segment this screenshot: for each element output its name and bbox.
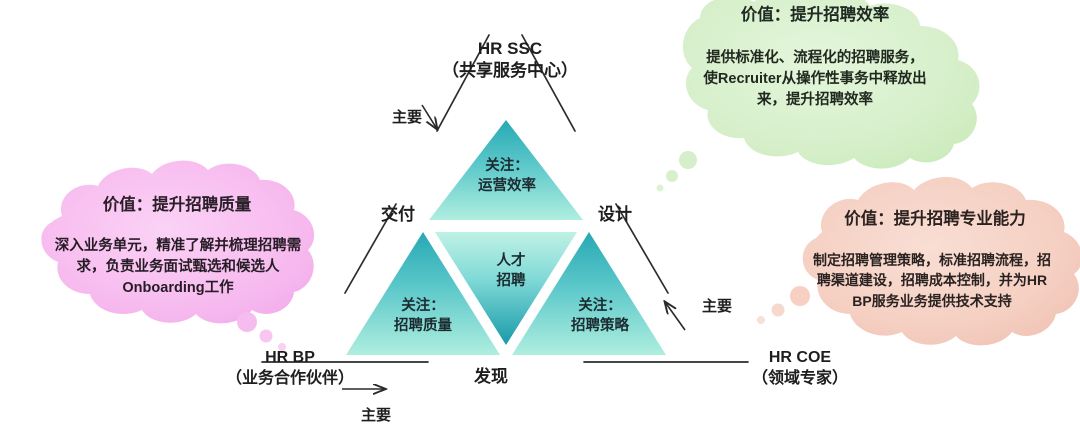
cloud-pink — [41, 160, 315, 351]
edge-label-design: 设计 — [598, 205, 632, 224]
primary-label-right: 主要 — [702, 298, 733, 315]
cloud-green-tail-3 — [656, 184, 664, 192]
cloud-pink-title: 价值：提升招聘质量 — [102, 196, 252, 214]
label-hr-ssc: HR SSC （共享服务中心） — [420, 38, 600, 82]
cloud-green-title: 价值：提升招聘效率 — [740, 6, 890, 24]
hr-coe-name: HR COE — [768, 349, 832, 366]
cloud-peach-tail-3 — [757, 316, 765, 324]
guide-upper-right — [521, 34, 576, 132]
caption-triangle-left: 关注： 招聘质量 — [394, 298, 452, 334]
edge-label-discover: 发现 — [474, 367, 508, 386]
cloud-green-tail-2 — [666, 170, 678, 182]
triangle-left-bp[interactable] — [346, 232, 500, 355]
cloud-pink-body: 深入业务单元，精准了解并梳理招聘需 求，负责业务面试甄选和候选人 Onboard… — [54, 238, 302, 297]
cloud-peach-tail-2 — [771, 303, 785, 317]
triangle-right-coe[interactable] — [512, 232, 666, 355]
primary-label-bottom: 主要 — [361, 407, 392, 424]
guide-upper-left — [436, 34, 490, 132]
cloud-peach-body: 制定招聘管理策略，标准招聘流程，招 聘渠道建设，招聘成本控制，并为HR BP服务… — [813, 252, 1051, 309]
cloud-pink-tail-2 — [259, 329, 273, 343]
triangle-center-talent[interactable] — [435, 232, 577, 345]
caption-triangle-right: 关注： 招聘策略 — [571, 298, 629, 334]
hr-bp-name: HR BP — [265, 349, 315, 366]
primary-label-top: 主要 — [392, 109, 423, 126]
guide-lower-left — [344, 203, 397, 294]
arrow-primary-right — [665, 302, 686, 331]
cloud-green-tail-1 — [679, 151, 697, 169]
triangle-top-ssc[interactable] — [429, 120, 583, 220]
label-hr-bp: HR BP （业务合作伙伴） — [205, 348, 375, 390]
hr-coe-sub: （领域专家） — [751, 369, 848, 387]
cloud-green — [656, 0, 980, 192]
hr-ssc-sub: （共享服务中心） — [442, 61, 578, 81]
cloud-peach-tail-1 — [790, 286, 810, 306]
caption-triangle-center: 人才 招聘 — [496, 253, 526, 289]
label-hr-coe: HR COE （领域专家） — [710, 348, 890, 390]
arrow-primary-top — [421, 104, 437, 129]
cloud-peach-title: 价值：提升招聘专业能力 — [844, 210, 1026, 228]
cloud-pink-tail-1 — [237, 312, 257, 332]
hr-bp-sub: （业务合作伙伴） — [225, 369, 354, 387]
guide-lower-right — [615, 203, 669, 294]
hr-ssc-name: HR SSC — [477, 39, 543, 58]
caption-triangle-top: 关注： 运营效率 — [478, 158, 536, 194]
cloud-green-body: 提供标准化、流程化的招聘服务， 使Recruiter从操作性事务中释放出 来，提… — [703, 50, 927, 109]
edge-label-delivery: 交付 — [381, 205, 415, 224]
primary-arrows — [342, 104, 686, 389]
cloud-pink-tail-3 — [278, 343, 286, 351]
cloud-peach — [757, 176, 1080, 346]
outer-triangle-guides — [261, 34, 749, 363]
